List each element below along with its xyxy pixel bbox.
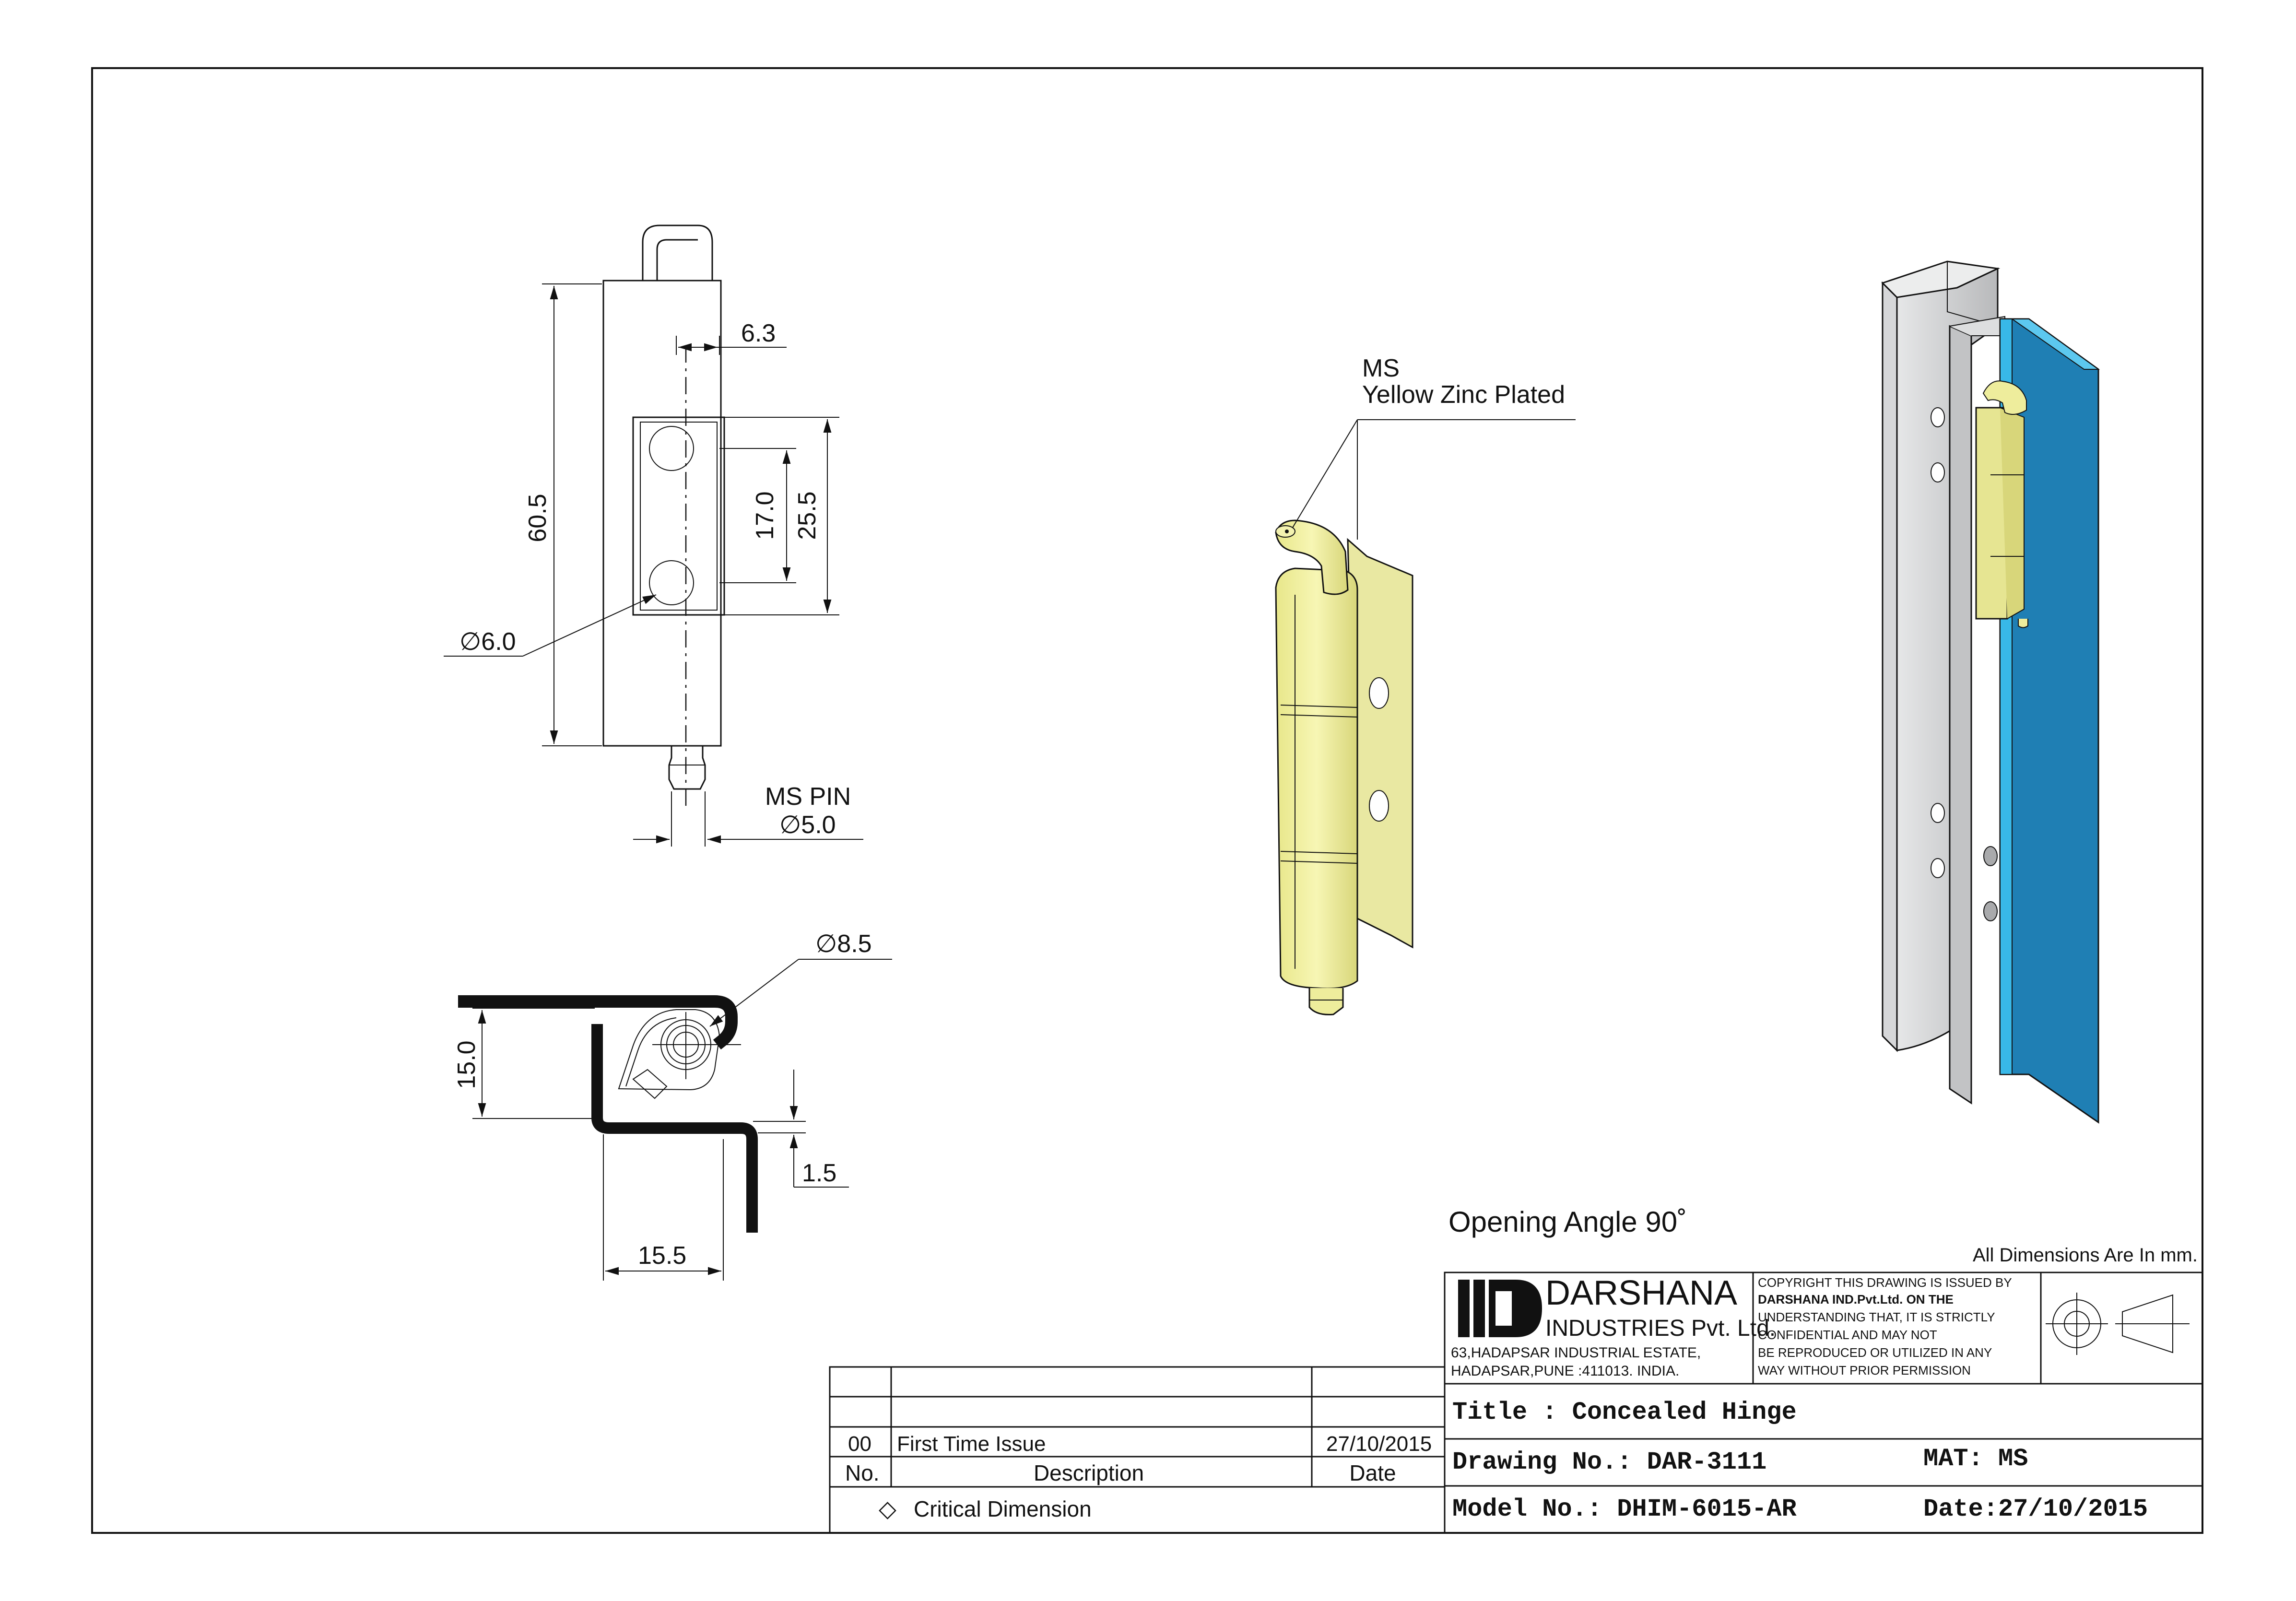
callout-finish: Yellow Zinc Plated (1362, 381, 1565, 409)
revision-header-date: Date (1349, 1460, 1396, 1485)
revision-header-description: Description (1034, 1460, 1144, 1485)
opening-angle-note: Opening Angle 90˚ (1448, 1206, 1687, 1238)
copyright-line-4: CONFIDENTIAL AND MAY NOT (1758, 1328, 1937, 1342)
dim-1-5: 1.5 (802, 1159, 836, 1187)
units-note: All Dimensions Are In mm. (1973, 1245, 2198, 1266)
drawing-date: Date:27/10/2015 (1923, 1495, 2148, 1523)
critical-dimension-icon: ◇ (879, 1496, 896, 1522)
dim-phi-8-5: ∅8.5 (815, 930, 872, 958)
section-view: ∅8.5 15.0 1.5 15.5 (453, 930, 892, 1281)
drawing-title: Title : Concealed Hinge (1452, 1398, 1797, 1426)
company-address-2: HADAPSAR,PUNE :411013. INDIA. (1451, 1363, 1679, 1379)
company-logo (1458, 1280, 1542, 1337)
company-subname: INDUSTRIES Pvt. Ltd. (1545, 1316, 1776, 1341)
dim-phi-5-0: ∅5.0 (779, 811, 836, 839)
company-name: DARSHANA (1545, 1274, 1737, 1312)
title-block: DARSHANA INDUSTRIES Pvt. Ltd. 63,HADAPSA… (1444, 1271, 2203, 1534)
dim-60-5: 60.5 (524, 494, 552, 542)
critical-dimension-label: Critical Dimension (914, 1496, 1092, 1521)
dim-6-3: 6.3 (741, 319, 776, 347)
copyright-line-1: COPYRIGHT THIS DRAWING IS ISSUED BY (1758, 1275, 2012, 1290)
pin-label: MS PIN (765, 783, 851, 811)
copyright-line-6: WAY WITHOUT PRIOR PERMISSION (1758, 1363, 1971, 1377)
material: MAT: MS (1923, 1445, 2028, 1473)
copyright-line-2: DARSHANA IND.Pvt.Ltd. ON THE (1758, 1292, 1954, 1307)
revision-row-no: 00 (848, 1432, 871, 1456)
dim-15-5: 15.5 (638, 1242, 686, 1270)
copyright-line-5: BE REPRODUCED OR UTILIZED IN ANY (1758, 1345, 1992, 1360)
projection-symbol-icon (2046, 1293, 2190, 1355)
dim-17-0: 17.0 (751, 491, 779, 540)
assembly-isometric (1881, 260, 2100, 1124)
drawing-number: Drawing No.: DAR-3111 (1452, 1448, 1766, 1476)
copyright-line-3: UNDERSTANDING THAT, IT IS STRICTLY (1758, 1310, 1995, 1324)
hinge-isometric: MS Yellow Zinc Plated (1275, 354, 1576, 1015)
model-number: Model No.: DHIM-6015-AR (1452, 1495, 1797, 1523)
company-address-1: 63,HADAPSAR INDUSTRIAL ESTATE, (1451, 1345, 1701, 1361)
dim-25-5: 25.5 (793, 491, 821, 540)
revision-row-date: 27/10/2015 (1326, 1432, 1432, 1456)
front-view: 60.5 6.3 17.0 25.5 ∅6.0 MS PIN ∅5.0 (444, 224, 863, 847)
dim-phi-6-0: ∅6.0 (459, 628, 516, 656)
revision-row-description: First Time Issue (897, 1432, 1046, 1456)
callout-material: MS (1362, 354, 1400, 382)
revision-header-no: No. (845, 1460, 880, 1485)
dim-15-0: 15.0 (453, 1040, 481, 1089)
revision-table: 00 First Time Issue 27/10/2015 No. Descr… (829, 1366, 1446, 1534)
